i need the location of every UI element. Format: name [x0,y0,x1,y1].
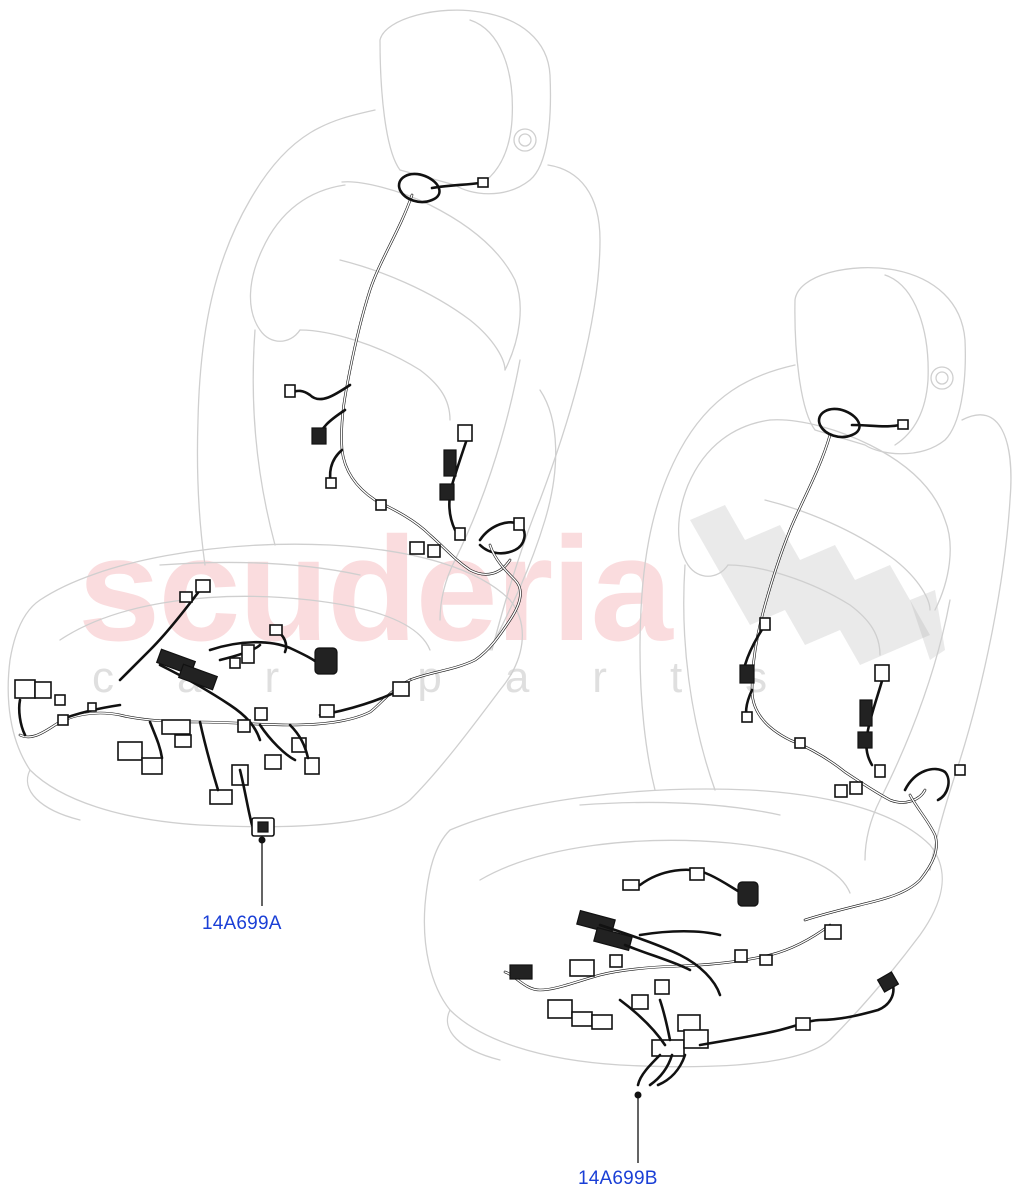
seat-right-outline [423,267,1012,1068]
seat-left-outline [7,9,601,828]
part-callout-14a699b[interactable]: 14A699B [578,1168,658,1189]
part-callout-14a699a[interactable]: 14A699A [202,913,282,934]
harness-right [503,407,966,1087]
callout-b-leader-dot [634,1091,642,1099]
callout-a-leader-dot [258,836,266,844]
watermark-flag-icon [690,505,945,665]
harness-left [14,172,526,837]
